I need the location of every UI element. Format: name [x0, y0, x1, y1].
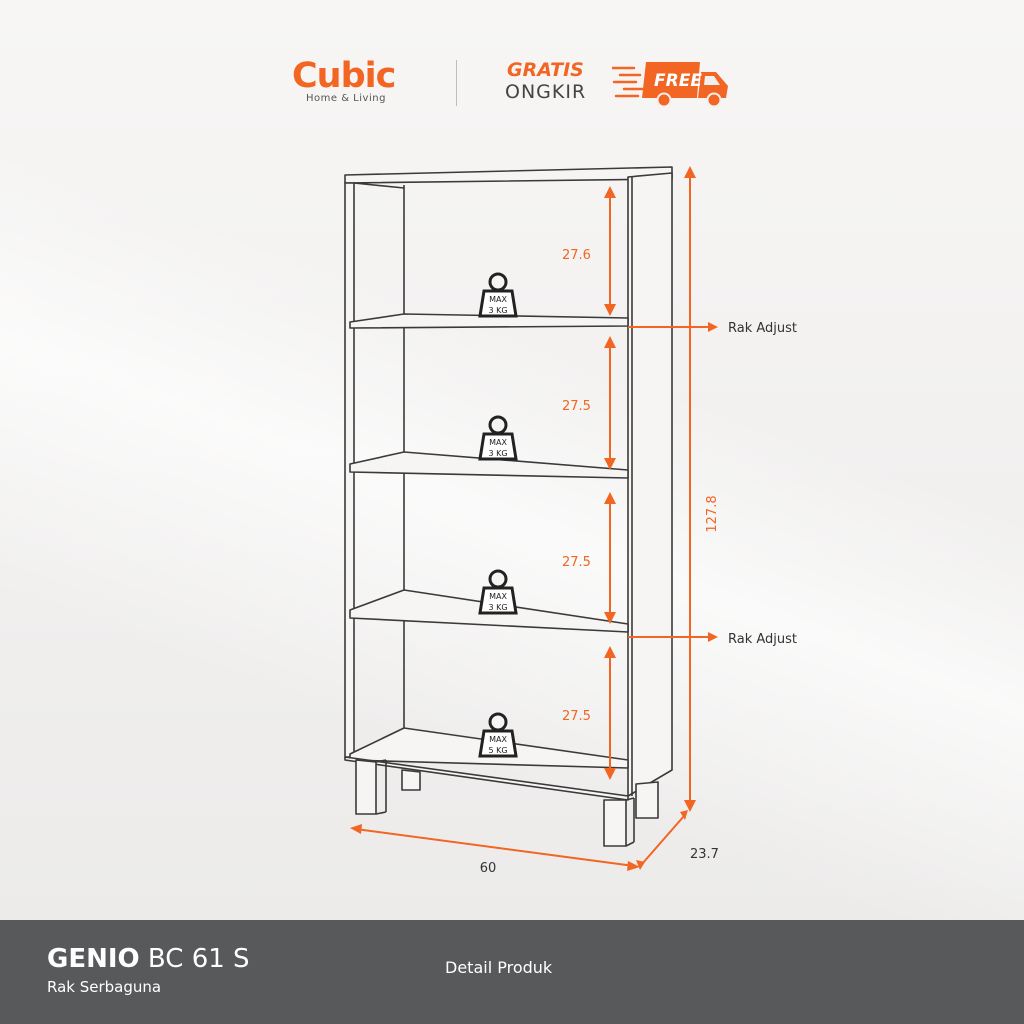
header: Cubic Home & Living GRATIS ONGKIR FREE: [0, 50, 1024, 120]
weight-max-label: MAX: [489, 438, 507, 447]
product-name: GENIO BC 61 S: [47, 944, 250, 974]
rak-adjust-label-1: Rak Adjust: [728, 321, 797, 336]
weight-icon-1: MAX 3 KG: [478, 272, 518, 318]
leg-front-left: [355, 759, 377, 815]
width-label: 60: [480, 861, 497, 876]
leg-back-right: [635, 781, 659, 819]
rak-adjust-label-2: Rak Adjust: [728, 632, 797, 647]
brand-logo: Cubic: [292, 56, 396, 96]
depth-label: 23.7: [690, 847, 719, 862]
shelf-1: [349, 313, 629, 329]
weight-kg-label: 5 KG: [488, 746, 507, 755]
shelf-height-label-4: 27.5: [562, 709, 591, 724]
shelf-height-label-3: 27.5: [562, 555, 591, 570]
free-label: FREE: [654, 71, 702, 91]
weight-kg-label: 3 KG: [488, 603, 507, 612]
product-subtitle: Rak Serbaguna: [47, 978, 162, 996]
top-panel: [344, 166, 673, 184]
product-name-rest: BC 61 S: [139, 944, 250, 974]
footer-bar: GENIO BC 61 S Rak Serbaguna Detail Produ…: [0, 920, 1024, 1024]
shelf-diagram: MAX 3 KG MAX 3 KG MAX 3 KG MAX 5 KG: [344, 166, 797, 876]
weight-max-label: MAX: [489, 295, 507, 304]
leg-front-right: [603, 799, 627, 847]
weight-kg-label: 3 KG: [488, 306, 507, 315]
leg-back-left: [401, 769, 421, 791]
brand-subtitle: Home & Living: [306, 93, 386, 104]
weight-kg-label: 3 KG: [488, 449, 507, 458]
weight-max-label: MAX: [489, 592, 507, 601]
weight-icon-2: MAX 3 KG: [478, 415, 518, 461]
gratis-label: GRATIS: [507, 59, 584, 81]
product-name-bold: GENIO: [47, 944, 140, 974]
shelf-height-label-2: 27.5: [562, 399, 591, 414]
weight-icon-3: MAX 3 KG: [478, 569, 518, 615]
ongkir-label: ONGKIR: [505, 81, 587, 103]
right-panel: [627, 172, 673, 797]
shelf-2: [349, 451, 629, 479]
header-divider: [456, 60, 457, 106]
detail-produk-label: Detail Produk: [445, 958, 553, 977]
total-height-label: 127.8: [705, 495, 720, 532]
weight-icon-4: MAX 5 KG: [478, 712, 518, 758]
shelf-height-label-1: 27.6: [562, 248, 591, 263]
delivery-truck-icon: FREE: [612, 62, 728, 108]
weight-max-label: MAX: [489, 735, 507, 744]
